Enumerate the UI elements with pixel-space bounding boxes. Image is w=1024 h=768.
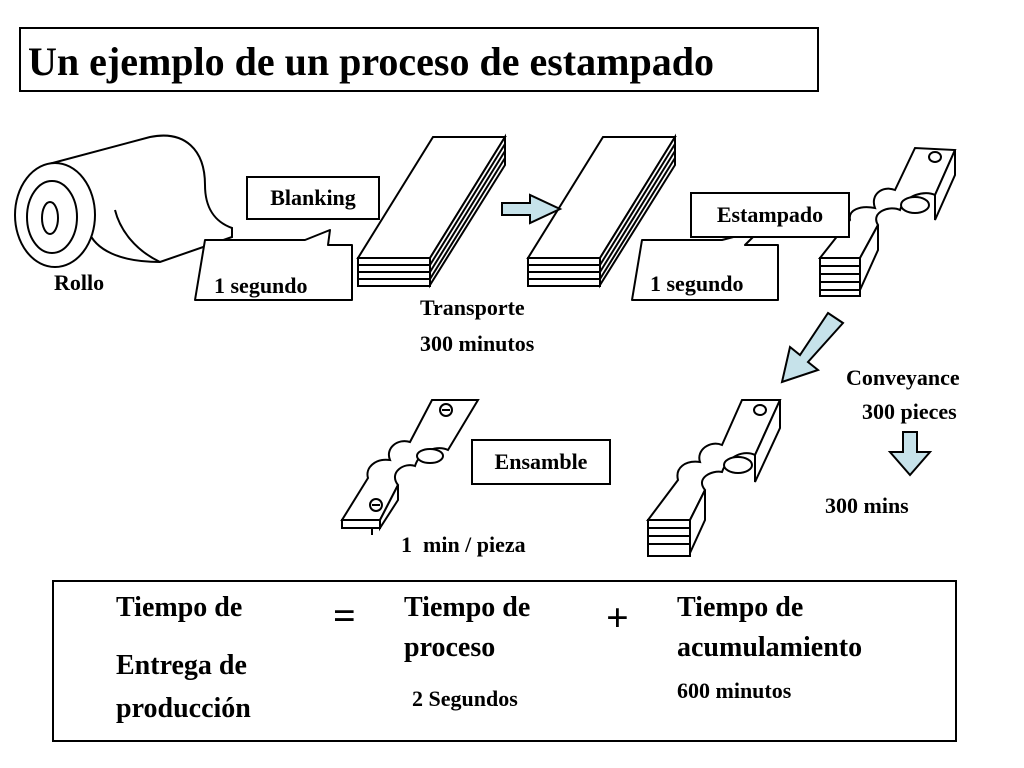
conveyance-label: Conveyance <box>846 365 960 390</box>
conveyance-time-label: 300 mins <box>825 493 909 518</box>
estampado-callout-bubble <box>631 229 779 301</box>
lead-time-line3: producción <box>116 693 251 724</box>
page-title: Un ejemplo de un proceso de estampado <box>28 39 714 84</box>
lead-time-line1: Tiempo de <box>116 592 243 623</box>
title-box <box>19 27 819 92</box>
equals-sign: = <box>333 593 356 638</box>
blank-stack-2-icon <box>526 133 677 289</box>
accumulation-time-line2: acumulamiento <box>677 632 863 663</box>
accumulation-time-value: 600 minutos <box>677 678 792 703</box>
down-arrow-icon <box>887 431 933 477</box>
rollo-label: Rollo <box>54 270 105 295</box>
ensamble-box: Ensamble <box>471 439 611 485</box>
assembled-part-icon <box>340 399 480 535</box>
plus-sign: + <box>606 595 629 640</box>
process-time-line1: Tiempo de <box>404 592 531 623</box>
estampado-time-label: 1 segundo <box>650 271 744 296</box>
stamped-stack-bottom-icon <box>646 399 782 557</box>
process-time-value: 2 Segundos <box>412 686 518 711</box>
blank-stack-1-icon <box>356 133 507 289</box>
diagonal-arrow-icon <box>780 311 845 384</box>
transporte-label: Transporte <box>420 295 525 320</box>
blanking-box: Blanking <box>246 176 380 220</box>
transporte-time-label: 300 minutos <box>420 331 535 356</box>
estampado-box: Estampado <box>690 192 850 238</box>
accumulation-time-line1: Tiempo de <box>677 592 804 623</box>
blanking-time-label: 1 segundo <box>214 273 308 298</box>
ensamble-time-label: 1 min / pieza <box>401 532 526 557</box>
process-time-line2: proceso <box>404 632 496 663</box>
summary-box <box>52 580 957 742</box>
conveyance-qty-label: 300 pieces <box>862 399 957 424</box>
blanking-callout-bubble <box>194 229 353 301</box>
coil-roll-icon <box>14 134 233 268</box>
stamped-stack-top-icon <box>817 146 957 297</box>
lead-time-line2: Entrega de <box>116 650 247 681</box>
right-arrow-icon <box>501 193 563 225</box>
